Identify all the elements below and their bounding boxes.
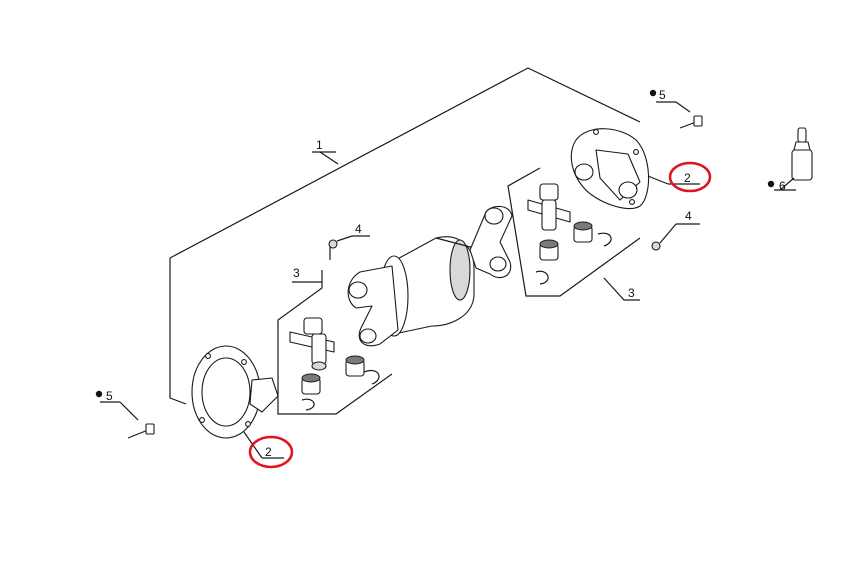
bolt-left: [100, 401, 155, 439]
flange-right-highlight: [668, 161, 712, 193]
bolt-right-bullet: [649, 89, 657, 97]
bolt-right: [656, 101, 703, 129]
bolt-left-bullet: [95, 390, 103, 398]
callout-1-label: 1: [316, 138, 323, 152]
callout-2-right-label: 2: [684, 171, 691, 185]
callout-2-left-label: 2: [265, 445, 272, 459]
callout-3-left-label: 3: [293, 266, 300, 280]
adhesive-bottle-icon: [774, 127, 813, 191]
right-joint-bracket: [507, 167, 641, 301]
right-universal-joint: [527, 183, 612, 285]
driveshaft-tube: [347, 205, 513, 347]
callout-4-right-label: 4: [685, 209, 692, 223]
callout-4-left-label: 4: [355, 222, 362, 236]
callout-5-left-label: 5: [106, 389, 113, 403]
adhesive-bullet: [767, 180, 775, 188]
assembly-bracket: [169, 67, 641, 405]
callout-3-right-label: 3: [628, 286, 635, 300]
flange-left: [191, 345, 284, 459]
callout-6-label: 6: [779, 179, 786, 193]
grease-fitting-right: [651, 223, 700, 251]
flange-left-highlight: [248, 435, 294, 469]
grease-fitting-left: [328, 235, 370, 249]
flange-right: [570, 128, 700, 210]
callout-5-right-label: 5: [659, 88, 666, 102]
left-universal-joint: [289, 317, 380, 411]
